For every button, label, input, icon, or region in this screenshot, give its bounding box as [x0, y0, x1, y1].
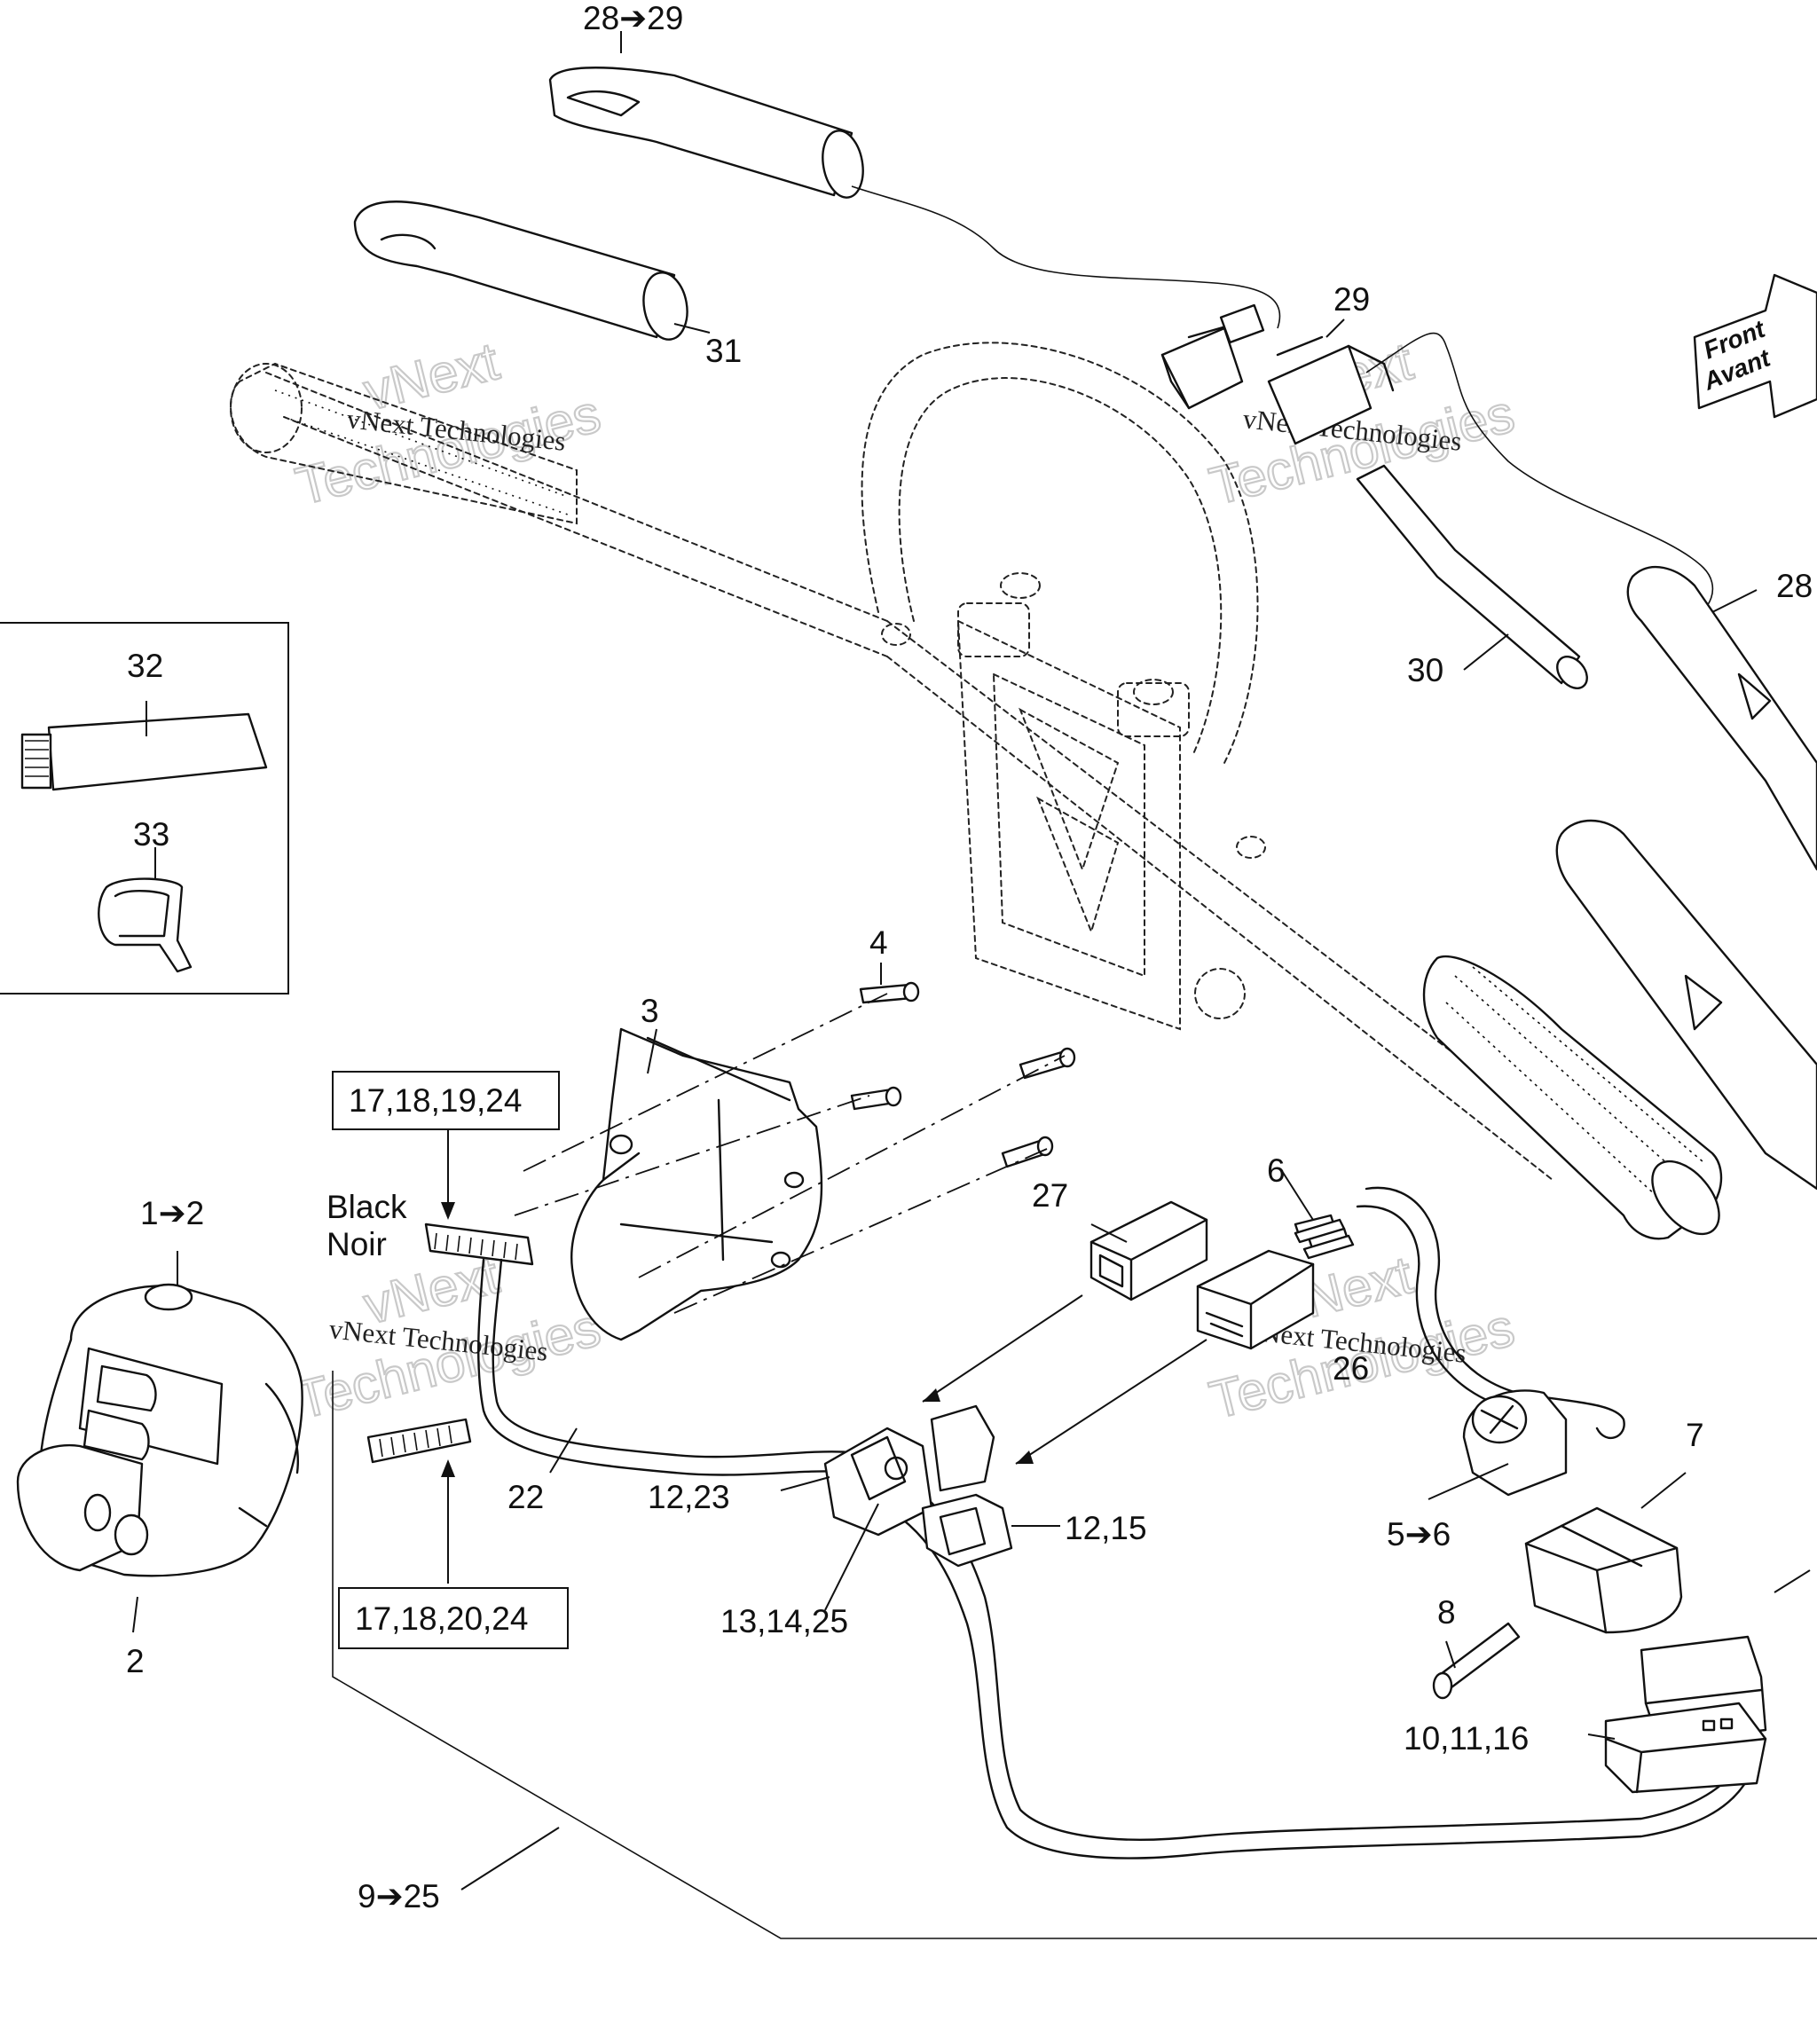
callout-labels: 28➔29 31 29 28 30 32 33 4 3 1➔2 2 27 6 2…	[126, 0, 1813, 1914]
callout-10-11-16: 10,11,16	[1404, 1720, 1529, 1757]
callout-28-29-top: 28➔29	[583, 0, 683, 36]
callout-3: 3	[641, 993, 659, 1029]
callout-5-6: 5➔6	[1387, 1516, 1451, 1553]
callout-4: 4	[869, 924, 888, 961]
part-10-11-16	[1604, 1635, 1767, 1794]
callout-8: 8	[1437, 1594, 1456, 1631]
part-8	[1432, 1622, 1521, 1700]
boxed-label-bottom: 17,18,20,24	[338, 1587, 569, 1649]
callout-6: 6	[1267, 1152, 1286, 1189]
switch-housing	[16, 1283, 303, 1577]
grip-tube-lower-right	[1555, 819, 1817, 1191]
wiring-harness	[477, 1186, 1750, 1859]
part-26	[1196, 1249, 1315, 1350]
callout-13-14-25: 13,14,25	[720, 1603, 848, 1639]
front-direction-badge: Front Avant	[1693, 273, 1817, 419]
callout-29: 29	[1333, 281, 1370, 318]
side-detail-box	[0, 622, 289, 994]
callout-26: 26	[1333, 1350, 1369, 1387]
callout-22: 22	[507, 1479, 544, 1515]
callout-30: 30	[1407, 652, 1443, 688]
boxed-label-top-text: 17,18,19,24	[349, 1082, 522, 1119]
callout-28: 28	[1776, 568, 1813, 604]
boxed-label-bottom-text: 17,18,20,24	[355, 1600, 528, 1637]
part-7	[1524, 1506, 1683, 1634]
callout-12-23: 12,23	[648, 1479, 730, 1515]
grip-31	[353, 200, 688, 341]
part-27	[1089, 1200, 1208, 1301]
connector-12-23	[823, 1404, 995, 1537]
callout-9-25: 9➔25	[358, 1878, 440, 1914]
callout-7: 7	[1686, 1417, 1704, 1453]
connector-lower	[366, 1418, 472, 1464]
part-6-pins	[1294, 1218, 1355, 1260]
callout-32: 32	[127, 648, 163, 684]
callout-12-15: 12,15	[1065, 1510, 1147, 1546]
heated-grip-top	[548, 67, 1281, 329]
callout-31: 31	[705, 333, 742, 369]
color-label-fr: Noir	[326, 1226, 387, 1262]
callout-1-2: 1➔2	[140, 1195, 204, 1231]
color-label-en: Black	[326, 1189, 407, 1225]
callout-33: 33	[133, 816, 169, 853]
part-3-housing	[570, 1027, 823, 1341]
boxed-label-top: 17,18,19,24	[332, 1071, 560, 1130]
watermark-group: vNext Technologies vNext Technologies vN…	[289, 330, 1521, 1431]
connector-black	[424, 1222, 534, 1266]
part-28	[1626, 565, 1817, 871]
handlebar-assembly	[230, 342, 1723, 1240]
harness-connector-29	[1160, 303, 1714, 622]
callout-27: 27	[1032, 1177, 1068, 1214]
part-5-6-switch	[1462, 1389, 1568, 1497]
screws-4	[514, 981, 1076, 1314]
callout-2: 2	[126, 1643, 145, 1679]
leader-lines	[132, 31, 1817, 1939]
part-30	[1356, 464, 1588, 689]
connector-12-15	[921, 1493, 1013, 1568]
